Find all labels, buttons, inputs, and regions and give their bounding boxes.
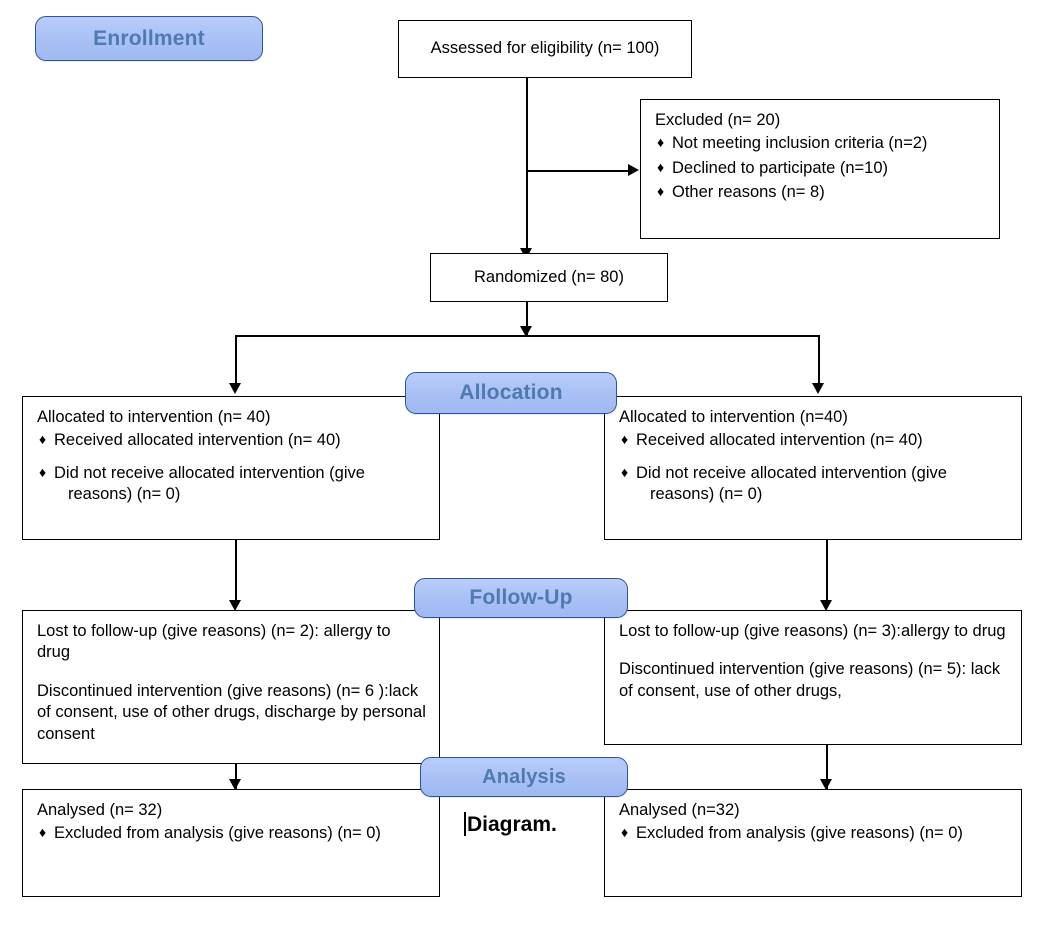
stage-badge-analysis: Analysis (420, 757, 628, 797)
list-item: ♦Received allocated intervention (n= 40) (621, 431, 923, 450)
stage-badge-allocation: Allocation (405, 372, 617, 414)
node-followup-right-line1: Lost to follow-up (give reasons) (n= 3):… (619, 622, 1006, 640)
bullet-icon: ♦ (621, 431, 629, 448)
arrow-down-icon-follow-left (229, 600, 241, 611)
node-allocated-right-title: Allocated to intervention (n=40) (619, 408, 848, 426)
node-allocated-left-title: Allocated to intervention (n= 40) (37, 408, 271, 426)
node-allocated-right-bullets: ♦Received allocated intervention (n= 40)… (619, 430, 1009, 505)
node-assessed-title: Assessed for eligibility (n= 100) (430, 39, 660, 58)
node-randomized: Randomized (n= 80) (430, 253, 668, 302)
stage-badge-followup-label: Follow-Up (469, 586, 573, 609)
arrow-down-icon-bus (520, 326, 532, 337)
arrow-down-icon-analysis-right (820, 779, 832, 790)
diagram-caption-label: Diagram. (467, 813, 557, 836)
arrow-right-icon-excluded (628, 164, 639, 176)
node-allocated-left: Allocated to intervention (n= 40) ♦Recei… (22, 396, 440, 540)
bullet-icon: ♦ (39, 824, 47, 841)
connector-alloc-to-follow-right (826, 540, 828, 602)
node-analysed-left-bullets: ♦Excluded from analysis (give reasons) (… (37, 823, 427, 844)
node-allocated-left-bullets: ♦Received allocated intervention (n= 40)… (37, 430, 427, 505)
stage-badge-analysis-label: Analysis (482, 765, 566, 788)
list-item: ♦Excluded from analysis (give reasons) (… (39, 824, 381, 843)
connector-randomized-down (526, 302, 528, 336)
arrow-down-icon-follow-right (820, 600, 832, 611)
node-excluded: Excluded (n= 20) ♦Not meeting inclusion … (640, 99, 1000, 239)
node-randomized-title: Randomized (n= 80) (474, 267, 624, 286)
stage-badge-enrollment-label: Enrollment (93, 26, 205, 50)
stage-badge-allocation-label: Allocation (459, 381, 563, 404)
list-item: ♦Declined to participate (n=10) (657, 158, 888, 177)
connector-assessed-to-excluded (526, 170, 632, 172)
bullet-icon: ♦ (621, 824, 629, 841)
bullet-icon: ♦ (39, 431, 47, 448)
arrow-down-icon-analysis-left (229, 779, 241, 790)
node-analysed-right-bullets: ♦Excluded from analysis (give reasons) (… (619, 823, 1009, 844)
node-excluded-bullets: ♦Not meeting inclusion criteria (n=2) ♦D… (655, 133, 987, 203)
connector-assessed-to-randomized (526, 78, 528, 250)
diagram-caption[interactable]: Diagram. (464, 812, 557, 837)
connector-follow-to-analysis-left (235, 745, 237, 789)
connector-alloc-to-follow-left (235, 540, 237, 602)
list-item: ♦Excluded from analysis (give reasons) (… (621, 824, 963, 843)
node-excluded-title: Excluded (n= 20) (655, 111, 781, 129)
list-item: ♦Did not receive allocated intervention … (621, 463, 947, 504)
connector-bus-to-alloc-left (235, 335, 237, 385)
list-item: ♦Did not receive allocated intervention … (39, 463, 365, 504)
node-followup-right-line2: Discontinued intervention (give reasons)… (619, 660, 1001, 700)
bullet-icon: ♦ (39, 463, 47, 480)
node-assessed-for-eligibility: Assessed for eligibility (n= 100) (398, 20, 692, 78)
node-analysed-right-title: Analysed (n=32) (619, 801, 740, 819)
bullet-icon: ♦ (657, 134, 665, 151)
stage-badge-followup: Follow-Up (414, 578, 628, 618)
node-allocated-right: Allocated to intervention (n=40) ♦Receiv… (604, 396, 1022, 540)
stage-badge-enrollment: Enrollment (35, 16, 263, 61)
bullet-icon: ♦ (657, 183, 665, 200)
text-cursor-icon (464, 812, 466, 836)
node-analysed-right: Analysed (n=32) ♦Excluded from analysis … (604, 789, 1022, 897)
node-followup-right: Lost to follow-up (give reasons) (n= 3):… (604, 610, 1022, 745)
bullet-icon: ♦ (621, 463, 629, 480)
arrow-down-icon-alloc-left (229, 383, 241, 394)
node-followup-left: Lost to follow-up (give reasons) (n= 2):… (22, 610, 440, 764)
node-followup-left-line2: Discontinued intervention (give reasons)… (37, 681, 426, 743)
node-followup-left-line1: Lost to follow-up (give reasons) (n= 2):… (37, 622, 391, 662)
node-analysed-left-title: Analysed (n= 32) (37, 801, 163, 819)
list-item: ♦Not meeting inclusion criteria (n=2) (657, 134, 928, 153)
connector-follow-to-analysis-right (826, 745, 828, 789)
connector-bus-to-alloc-right (818, 335, 820, 385)
node-analysed-left: Analysed (n= 32) ♦Excluded from analysis… (22, 789, 440, 897)
arrow-down-icon-alloc-right (812, 383, 824, 394)
bullet-icon: ♦ (657, 158, 665, 175)
list-item: ♦Other reasons (n= 8) (657, 183, 825, 202)
list-item: ♦Received allocated intervention (n= 40) (39, 431, 341, 450)
